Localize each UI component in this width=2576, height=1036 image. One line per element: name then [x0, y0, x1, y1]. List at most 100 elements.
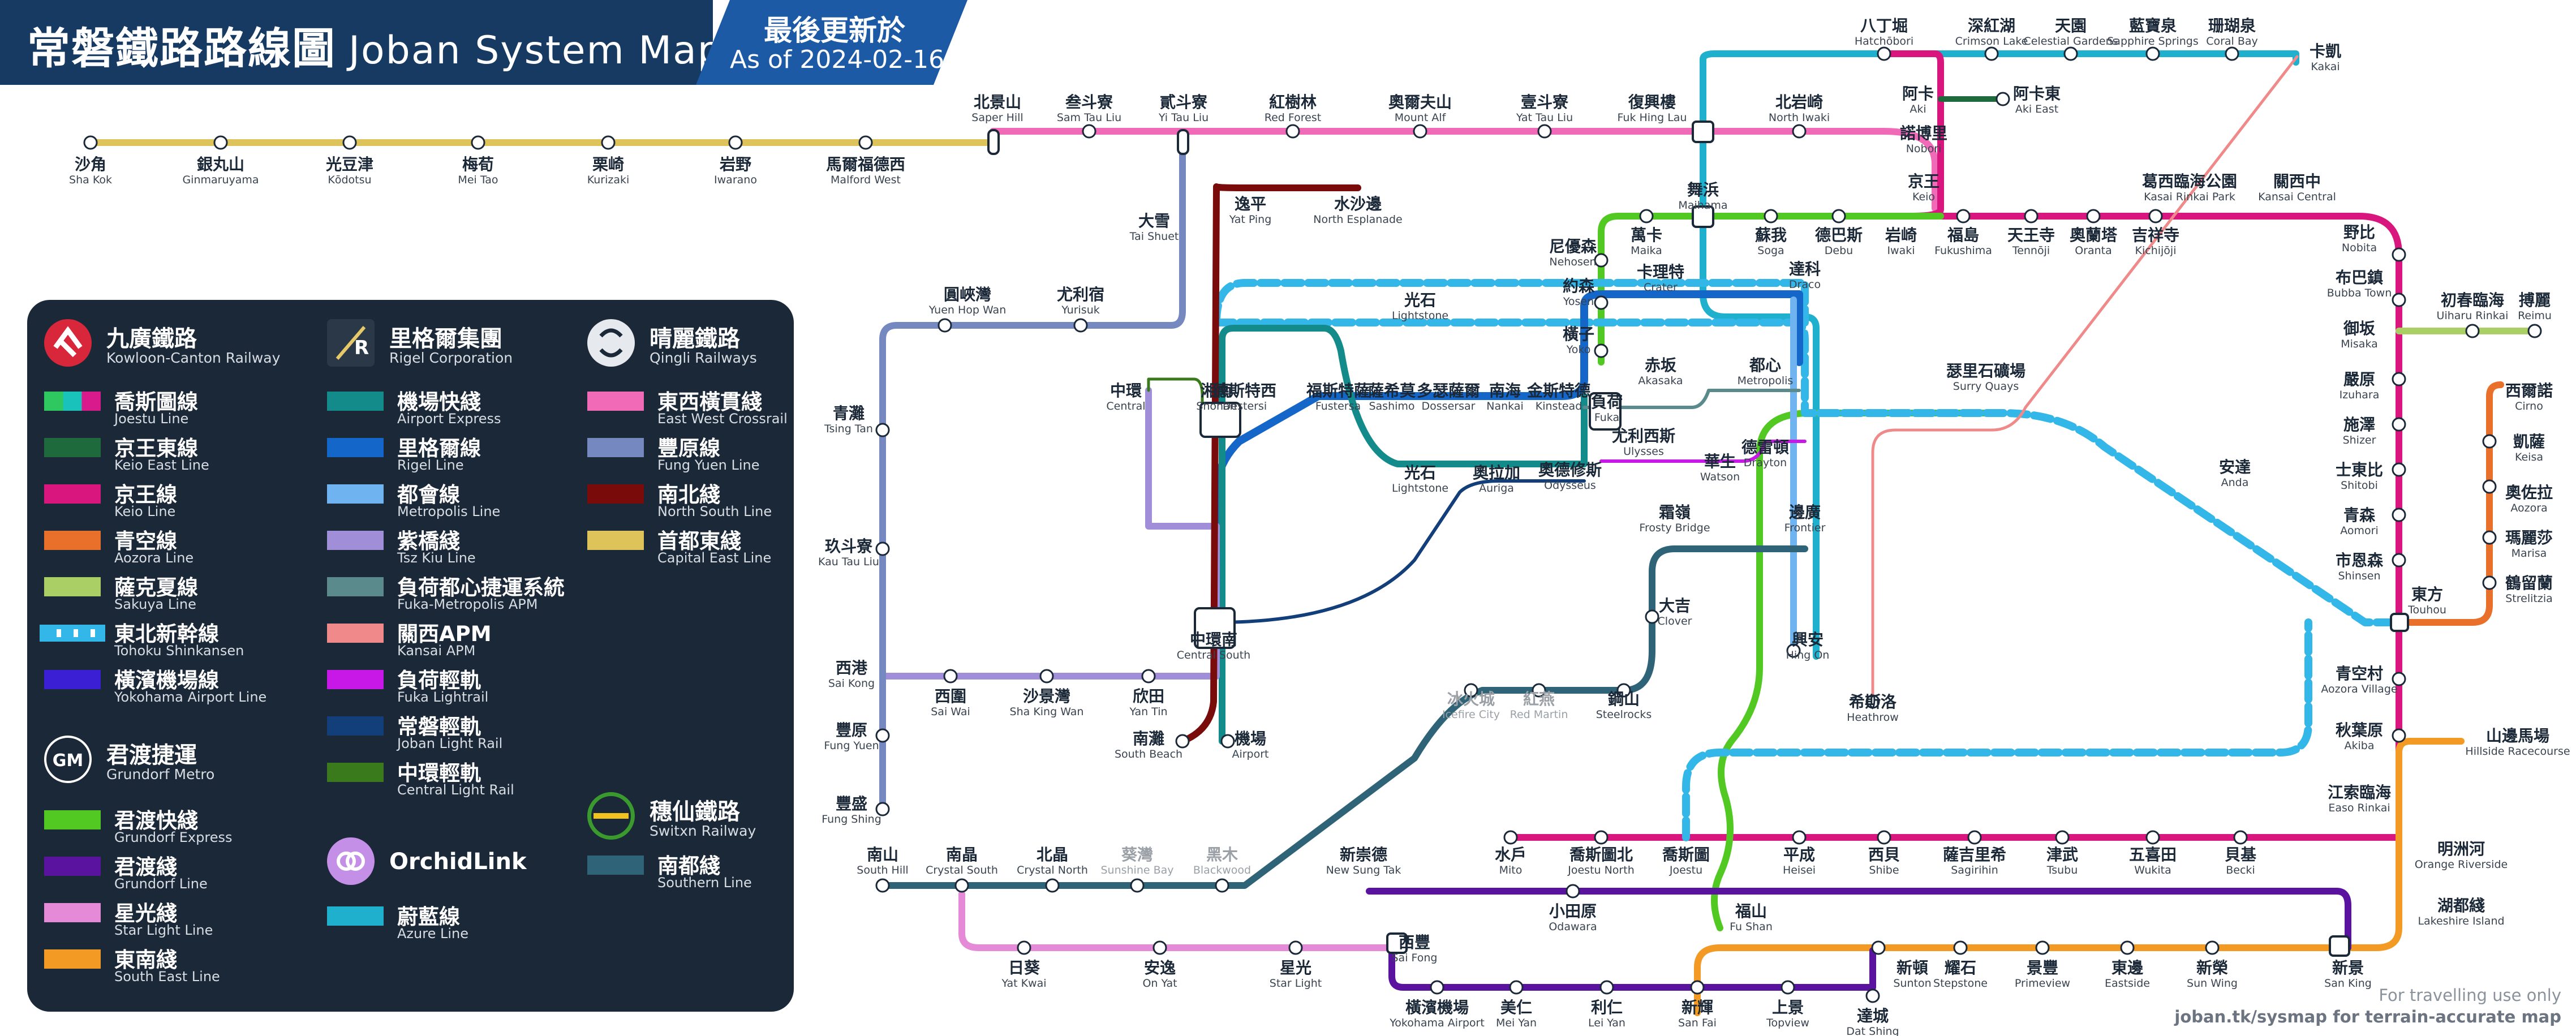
station-dot[interactable] — [1781, 980, 1795, 995]
station-dot[interactable] — [1865, 694, 1880, 709]
station-dot[interactable] — [1141, 669, 1156, 683]
station-dot[interactable] — [1039, 669, 1054, 683]
station-dot[interactable] — [1288, 940, 1303, 955]
station-dot[interactable] — [1503, 830, 1518, 845]
station-dot[interactable] — [1792, 124, 1807, 139]
station-dot[interactable] — [2392, 293, 2406, 307]
station-dot[interactable] — [2145, 830, 2160, 845]
station-dot[interactable] — [2482, 434, 2497, 449]
station-marker[interactable] — [1177, 129, 1189, 155]
station-dot[interactable] — [1865, 988, 1880, 1003]
station-dot[interactable] — [1566, 884, 1580, 899]
station-dot[interactable] — [1996, 92, 2010, 106]
station-dot[interactable] — [1594, 295, 1609, 310]
station-dot[interactable] — [1509, 980, 1524, 995]
station-dot[interactable] — [2392, 508, 2406, 522]
station-dot[interactable] — [2024, 209, 2039, 223]
station-dot[interactable] — [954, 878, 969, 893]
station-dot[interactable] — [1464, 683, 1478, 698]
station-dot[interactable] — [1645, 609, 1659, 624]
station-dot[interactable] — [2527, 324, 2542, 338]
station-dot[interactable] — [728, 135, 743, 150]
station-dot[interactable] — [2392, 247, 2406, 262]
station-dot[interactable] — [2055, 830, 2070, 845]
station-dot[interactable] — [2035, 940, 2050, 955]
station-dot[interactable] — [1285, 124, 1300, 139]
station-marker[interactable] — [1692, 205, 1714, 228]
station-dot[interactable] — [1430, 980, 1444, 995]
station-dot[interactable] — [2086, 209, 2101, 223]
station-dot[interactable] — [1871, 940, 1886, 955]
station-dot[interactable] — [1967, 830, 1982, 845]
station-marker[interactable] — [1199, 402, 1241, 438]
station-dot[interactable] — [2225, 46, 2239, 61]
station-dot[interactable] — [875, 878, 890, 893]
station-dot[interactable] — [1017, 940, 1031, 955]
station-dot[interactable] — [2233, 830, 2248, 845]
